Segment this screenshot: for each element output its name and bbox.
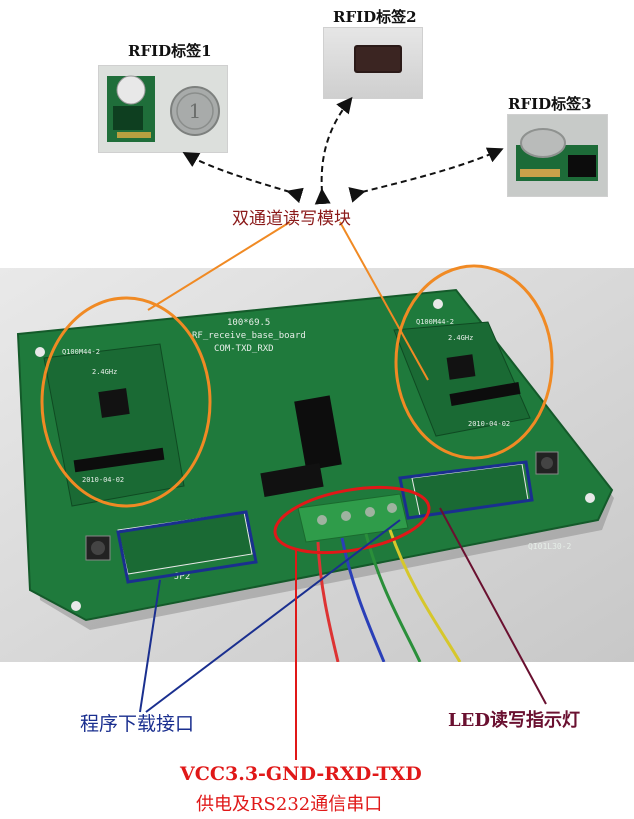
right-module-date-text: 2010-04-02 (468, 420, 511, 428)
rfid-tag-1-label: RFID标签1 (128, 42, 212, 60)
rfid-tag-2-image (324, 28, 422, 98)
program-download-port-label: 程序下载接口 (80, 713, 195, 735)
rfid-tag-1-photo: 1 (98, 65, 228, 153)
right-module-ellipse (394, 264, 554, 460)
rfid-tag-3-image (508, 115, 607, 196)
arrow-to-tag-2 (314, 96, 353, 205)
pcb-board-photo (0, 268, 634, 662)
rfid-tag-2-photo (323, 27, 423, 99)
right-module-freq-text: 2.4GHz (448, 334, 474, 342)
right-module-name-text: Q100M44-2 (416, 318, 454, 326)
led-pointer (439, 507, 547, 705)
rfid-tag-3-photo (507, 114, 608, 197)
download-pointer-1 (139, 579, 161, 713)
left-module-date-text: 2010-04-02 (82, 476, 125, 484)
download-port-box (116, 510, 258, 584)
module-pointer-left (147, 221, 291, 311)
power-interface-label-line2: 供电及RS232通信串口 (196, 794, 383, 815)
left-module-ellipse (40, 296, 212, 508)
power-interface-label-line1: VCC3.3-GND-RXD-TXD (180, 763, 422, 785)
board-size-text: 100*69.5 (227, 318, 271, 328)
led-box (398, 460, 534, 520)
power-port-ellipse (273, 485, 431, 555)
arrow-to-tag-3 (348, 147, 504, 203)
arrow-to-tag-1 (182, 151, 304, 204)
board-name-text: RF_receive_base_board (192, 331, 306, 341)
dual-channel-module-label: 双通道读写模块 (232, 209, 351, 229)
rfid-tag-1-image: 1 (99, 66, 227, 152)
led-indicator-label: LED读写指示灯 (448, 710, 580, 731)
svg-text:1: 1 (189, 99, 202, 123)
board-port-text: COM-TXD_RXD (214, 344, 274, 354)
rfid-tag-3-label: RFID标签3 (508, 95, 592, 113)
module-pointer-right (339, 221, 429, 381)
pcb-board-image (0, 268, 634, 662)
board-jp2-text: JP2 (174, 572, 191, 582)
left-module-name-text: Q100M44-2 (62, 348, 100, 356)
download-pointer-2 (145, 519, 401, 713)
board-id-text: QI01L30-2 (528, 542, 572, 551)
left-module-freq-text: 2.4GHz (92, 368, 118, 376)
rfid-tag-2-label: RFID标签2 (333, 8, 417, 26)
